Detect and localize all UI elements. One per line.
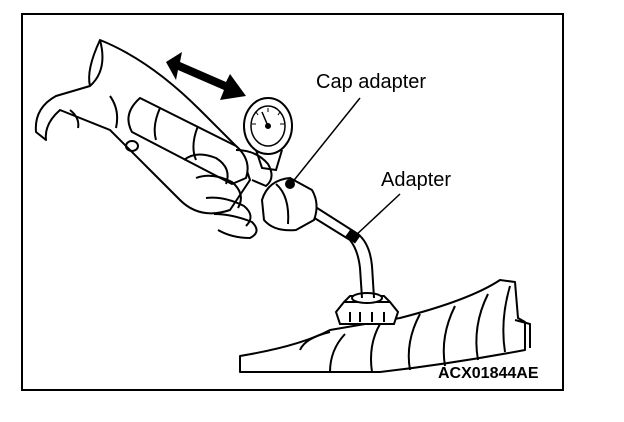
figure-code: ACX01844AE (438, 365, 539, 382)
hand-icon (34, 39, 273, 239)
cap-adapter-icon (261, 177, 318, 232)
figure-frame (21, 13, 564, 391)
adapter-label: Adapter (381, 169, 452, 191)
cap-adapter-label: Cap adapter (316, 71, 427, 93)
adapter-leader-line (354, 193, 401, 237)
radiator-icon (239, 279, 531, 373)
filler-neck-cap-icon (334, 292, 400, 325)
pressure-gauge-icon (243, 97, 293, 172)
double-arrow-icon (166, 52, 246, 100)
cap-adapter-leader-line (290, 97, 361, 185)
adapter-hose-icon (307, 205, 375, 299)
